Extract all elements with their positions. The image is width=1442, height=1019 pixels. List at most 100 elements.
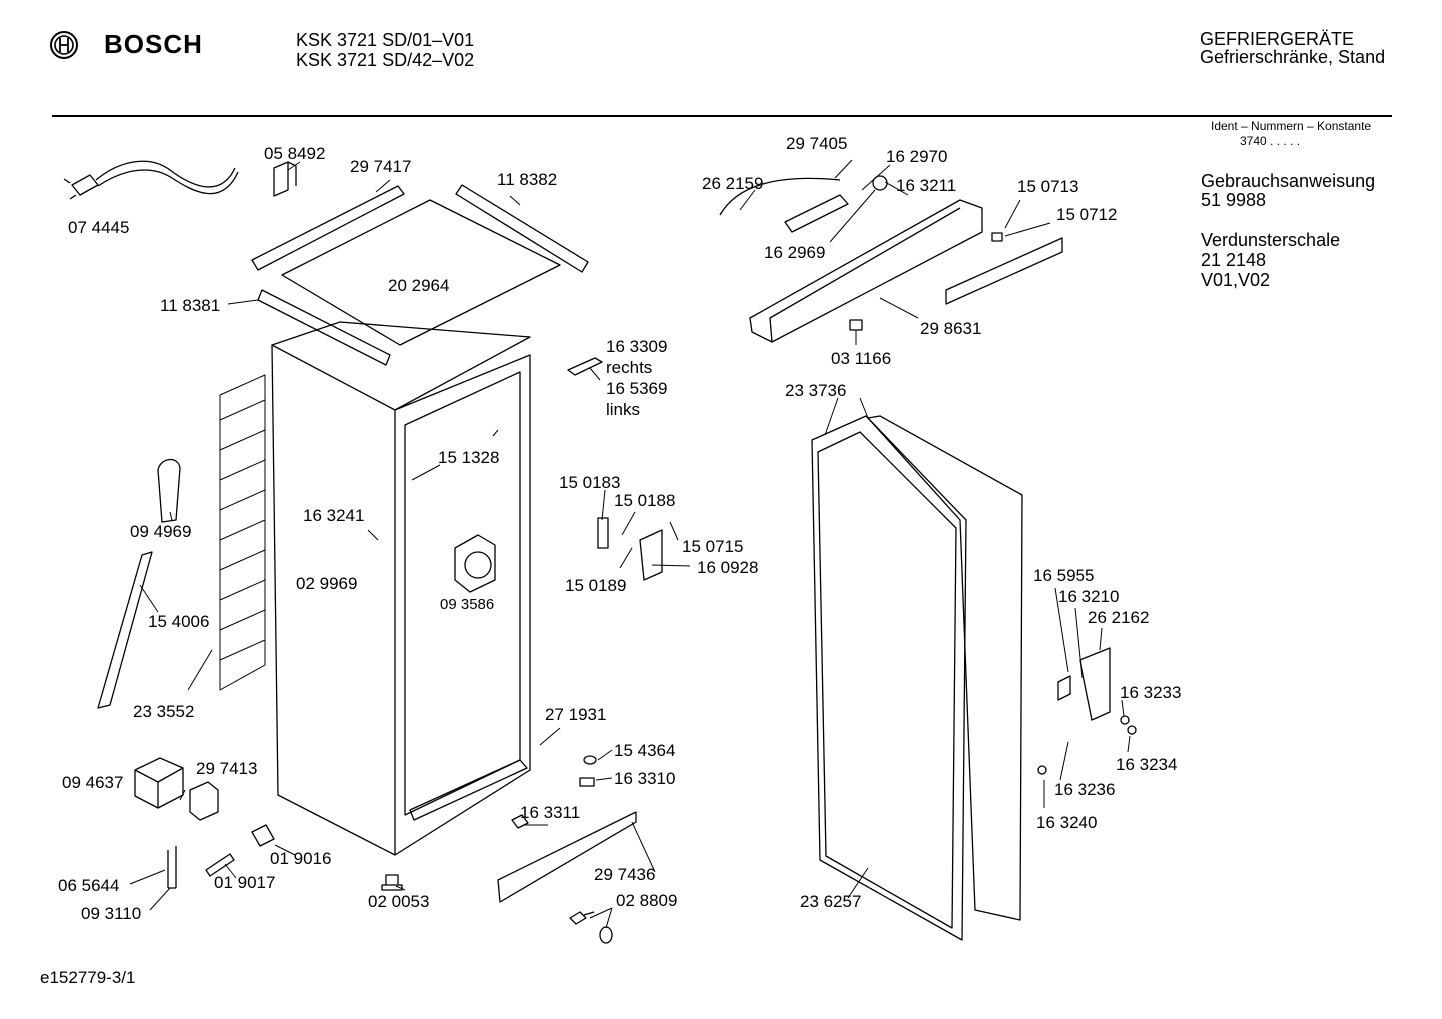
tray-number: 21 2148: [1201, 250, 1267, 270]
part-label: 16 3241: [303, 506, 365, 525]
part-label: 11 8381: [160, 296, 221, 315]
bosch-logo: [49, 30, 79, 65]
part-label: 29 7405: [786, 134, 848, 153]
part-label: 16 3233: [1120, 683, 1182, 702]
door-gasket-illustration: [812, 416, 966, 940]
part-label: 16 5369: [606, 379, 668, 398]
hinge-illustration: [1058, 676, 1070, 700]
hinge-bracket-illustration: [1080, 648, 1110, 720]
small-part-illustration: [512, 815, 528, 828]
part-label: 15 4364: [614, 741, 676, 760]
clamp-illustration: [580, 778, 594, 786]
part-label: 16 3210: [1058, 587, 1120, 606]
part-label: 09 3586: [440, 596, 495, 613]
cap-illustration: [600, 927, 612, 943]
part-label: 15 1328: [438, 448, 500, 467]
part-label: 01 9017: [214, 873, 276, 892]
part-label: 02 0053: [368, 892, 430, 911]
part-label: 07 4445: [68, 218, 130, 237]
top-rail-left-illustration: [252, 186, 404, 270]
circuit-board-illustration: [785, 195, 848, 232]
part-label: 29 7417: [350, 157, 412, 176]
rod-illustration: [206, 854, 234, 876]
front-rail-illustration: [258, 290, 390, 365]
part-label: rechts: [606, 358, 653, 377]
power-cable-illustration: [64, 161, 238, 199]
part-label: 09 4969: [130, 522, 192, 541]
part-label: 01 9016: [270, 849, 332, 868]
wire-illustration: [720, 178, 840, 215]
sensor-illustration: [168, 846, 176, 888]
header-rule: [52, 115, 1392, 117]
part-label: 23 6257: [800, 892, 862, 911]
switch-illustration: [850, 320, 862, 330]
part-label: 16 3240: [1036, 813, 1098, 832]
part-label: 16 3309: [606, 337, 668, 356]
bosch-armature-icon: [50, 31, 78, 59]
part-label: 29 7436: [594, 865, 656, 884]
manual-title: Gebrauchsanweisung: [1201, 171, 1376, 191]
relay-box-illustration: [135, 758, 183, 808]
part-label: 16 3211: [896, 176, 957, 195]
model-number-1: KSK 3721 SD/01–V01: [296, 30, 475, 50]
part-label: 15 0713: [1017, 177, 1079, 196]
part-label: 16 2969: [764, 243, 826, 262]
clip-illustration: [598, 518, 608, 548]
ident-heading: Ident – Nummern – Konstante: [1211, 119, 1372, 133]
part-label: 15 0183: [559, 473, 621, 492]
shelf-bracket-illustration: [568, 358, 602, 375]
part-label: 15 4006: [148, 612, 210, 631]
tray-variants: V01,V02: [1201, 270, 1271, 290]
part-label: links: [606, 400, 641, 419]
hinge-plate-illustration: [640, 530, 662, 580]
drawing-id: e152779-3/1: [40, 968, 136, 987]
part-label: 16 3236: [1054, 780, 1116, 799]
knob-illustration: [992, 233, 1002, 241]
control-panel-illustration: [750, 200, 982, 342]
drain-tube-illustration: [158, 460, 180, 522]
part-label: 29 8631: [920, 319, 982, 338]
washer-illustration: [584, 756, 596, 764]
part-label: 15 0188: [614, 491, 676, 510]
top-rail-right-illustration: [456, 185, 588, 272]
part-label: 29 7413: [196, 759, 258, 778]
part-label: 23 3552: [133, 702, 195, 721]
part-label: 16 3311: [520, 803, 581, 822]
part-label: 23 3736: [785, 381, 847, 400]
part-label: 06 5644: [58, 876, 120, 895]
cylinder-illustration: [252, 825, 274, 846]
part-label: 03 1166: [831, 349, 892, 368]
ident-value: 3740 . . . . .: [1240, 134, 1301, 148]
manual-number: 51 9988: [1201, 190, 1267, 210]
cabinet-body-illustration: [272, 322, 530, 855]
condenser-coil-illustration: [220, 375, 265, 690]
part-label: 15 0715: [682, 537, 744, 556]
brand-name: BOSCH: [104, 29, 203, 59]
part-label: 05 8492: [264, 144, 326, 163]
bracket-illustration: [274, 162, 296, 196]
part-label: 16 3310: [614, 769, 676, 788]
part-label: 02 8809: [616, 891, 678, 910]
part-label: 16 0928: [697, 558, 759, 577]
foot-illustration: [382, 875, 402, 890]
part-label: 16 3234: [1116, 755, 1178, 774]
screw-illustration: [570, 912, 594, 924]
part-label: 11 8382: [497, 170, 558, 189]
part-label: 09 4637: [62, 773, 124, 792]
kick-plate-illustration: [498, 812, 636, 902]
top-panel-illustration: [282, 200, 560, 345]
category-title: GEFRIERGERÄTE: [1200, 29, 1355, 49]
door-gasket-inner-illustration: [818, 432, 956, 928]
part-label: 16 2970: [886, 147, 948, 166]
part-label: 26 2162: [1088, 608, 1150, 627]
door-illustration: [868, 416, 1022, 920]
strip-illustration: [98, 552, 152, 708]
part-label: 20 2964: [388, 276, 450, 295]
part-label: 16 5955: [1033, 566, 1095, 585]
part-label: 02 9969: [296, 574, 358, 593]
part-label: 15 0712: [1056, 205, 1118, 224]
relay-illustration: [190, 782, 218, 820]
part-label: 09 3110: [81, 904, 142, 923]
model-number-2: KSK 3721 SD/42–V02: [296, 50, 475, 70]
